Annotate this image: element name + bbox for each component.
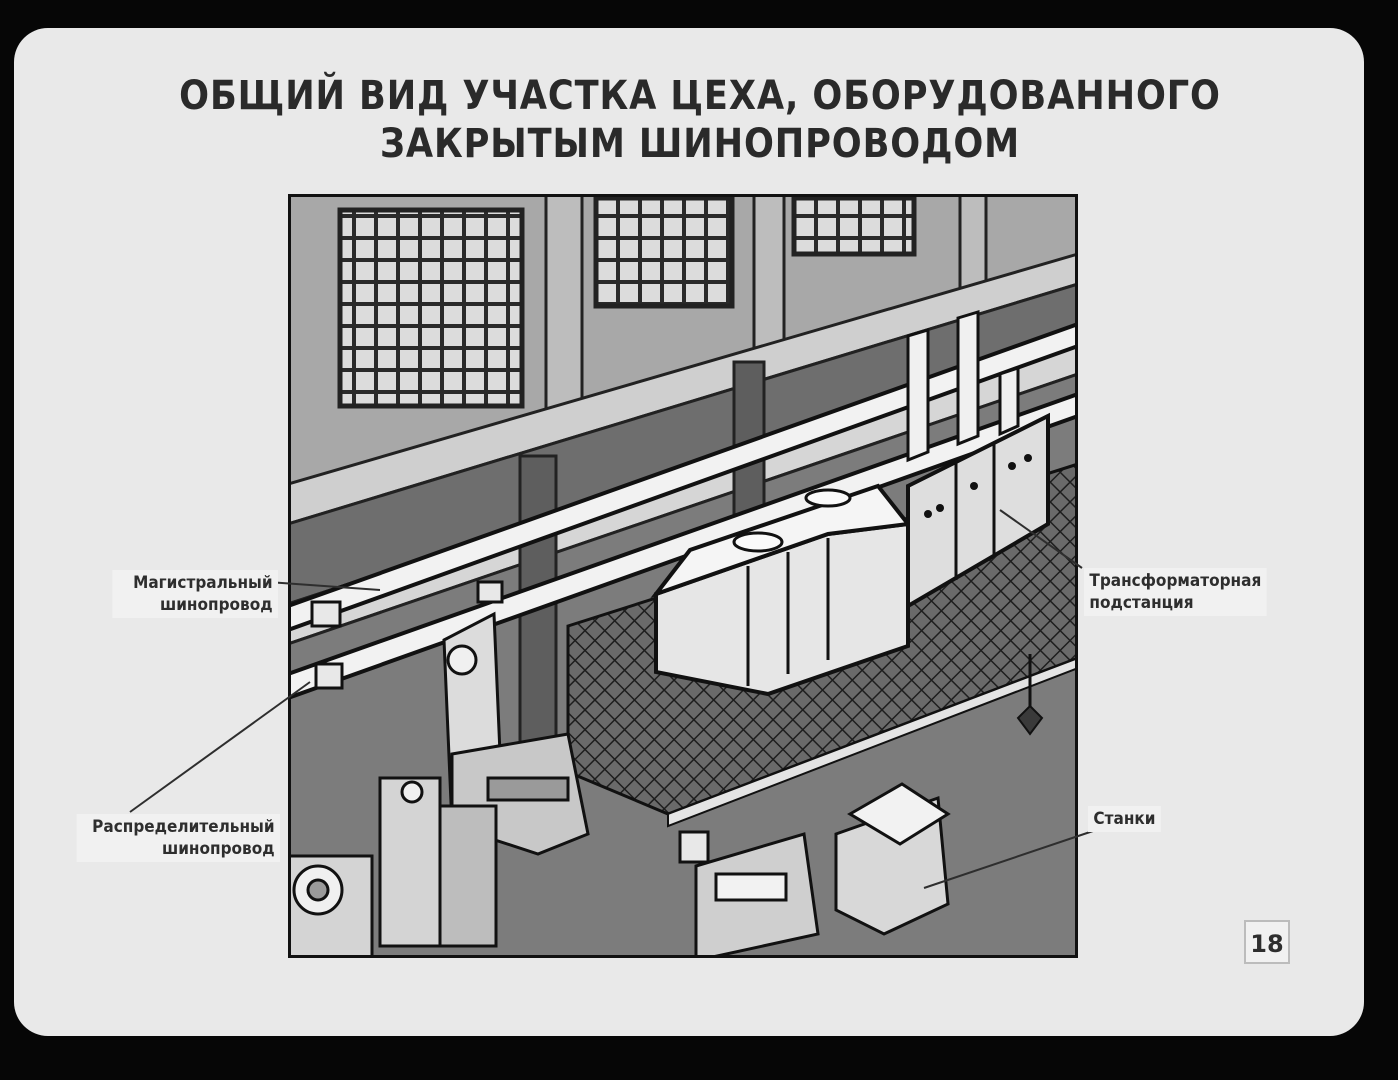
- label-transformer-substation-line-2: подстанция: [1089, 593, 1194, 613]
- panel-gauge-5: [1024, 454, 1032, 462]
- panel-gauge-2: [936, 504, 944, 512]
- panel-gauge-3: [970, 482, 978, 490]
- transformer-cap-2: [804, 488, 852, 508]
- machine-tool-4: [694, 832, 820, 958]
- label-transformer-substation-line-1: Трансформаторная: [1089, 571, 1262, 591]
- substation-fence-top-rail: [667, 656, 1078, 828]
- label-machines-text: Станки: [1093, 809, 1156, 829]
- factory-illustration: [288, 194, 1078, 958]
- slide-title: ОБЩИЙ ВИД УЧАСТКА ЦЕХА, ОБОРУДОВАННОГО З…: [96, 72, 1303, 168]
- label-machines: Станки: [1088, 806, 1161, 832]
- busway-box-2: [314, 662, 344, 690]
- busway-box-1: [310, 600, 342, 628]
- machine-tool-2: [378, 776, 498, 948]
- pendant-control: [1016, 704, 1044, 736]
- label-main-busway-line-1: Магистральный: [133, 573, 273, 593]
- busway-box-4: [678, 830, 710, 864]
- transformer-cap-1: [732, 531, 784, 553]
- ceiling-beam: [288, 252, 1078, 526]
- panel-gauge-1: [924, 510, 932, 518]
- label-main-busway: Магистральный шинопровод: [112, 570, 278, 618]
- label-distribution-busway-line-2: шинопровод: [161, 839, 275, 859]
- main-busway: [288, 321, 1078, 633]
- busway-riser-2: [956, 309, 980, 447]
- title-line-2: ЗАКРЫТЫМ ШИНОПРОВОДОМ: [379, 121, 1021, 167]
- label-main-busway-line-2: шинопровод: [159, 595, 273, 615]
- machine-tool-5: [834, 782, 951, 936]
- busway-riser-3: [998, 365, 1020, 437]
- busway-box-3: [476, 580, 504, 604]
- label-transformer-substation: Трансформаторная подстанция: [1084, 568, 1267, 616]
- page-number: 18: [1244, 920, 1290, 964]
- window-left: [337, 207, 525, 409]
- label-distribution-busway: Распределительный шинопровод: [76, 814, 280, 862]
- window-middle: [593, 195, 735, 309]
- machine-tool-3: [288, 854, 374, 958]
- wall-band: [288, 282, 1078, 606]
- label-distribution-busway-line-1: Распределительный: [92, 817, 275, 837]
- illustration-border: [288, 194, 1078, 958]
- window-right: [791, 195, 917, 257]
- busway-riser-1: [906, 327, 930, 463]
- panel-gauge-4: [1008, 462, 1016, 470]
- title-line-1: ОБЩИЙ ВИД УЧАСТКА ЦЕХА, ОБОРУДОВАННОГО: [179, 73, 1221, 119]
